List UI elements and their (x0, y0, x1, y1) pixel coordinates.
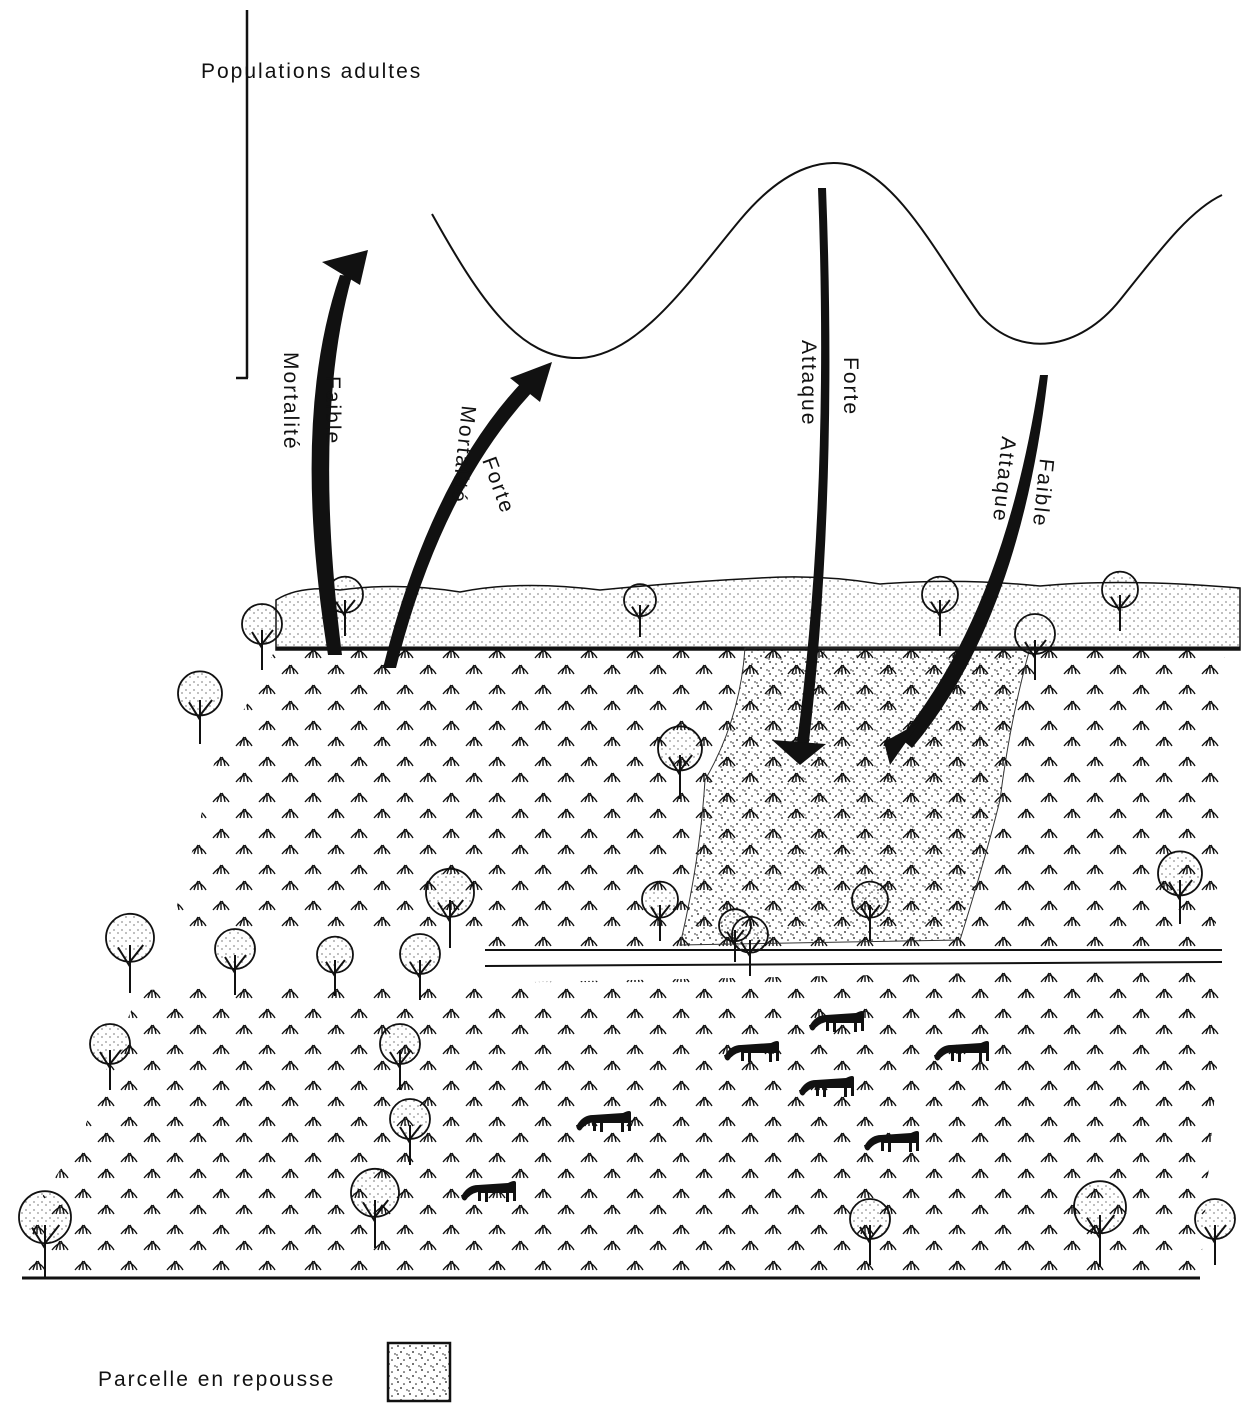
arrow1-line1: Faible (321, 376, 344, 445)
tree-icon (426, 869, 474, 948)
arrow3-line1: Forte (839, 357, 862, 416)
tree-icon (106, 914, 154, 993)
tree-icon (215, 929, 255, 995)
forest-strip (276, 577, 1240, 650)
middle-hedge (485, 950, 1222, 966)
tree-icon (719, 909, 751, 962)
arrow3-line2: Attaque (797, 340, 820, 426)
legend-label: Parcelle en repousse (98, 1368, 335, 1392)
tree-icon (178, 671, 222, 744)
legend-swatch (388, 1343, 450, 1401)
arrow1-line2: Mortalité (279, 352, 302, 451)
arrow2-line1: Forte (477, 454, 519, 517)
axis-title: Populations adultes (201, 60, 422, 84)
arrow2-line2: Mortalité (447, 404, 480, 504)
